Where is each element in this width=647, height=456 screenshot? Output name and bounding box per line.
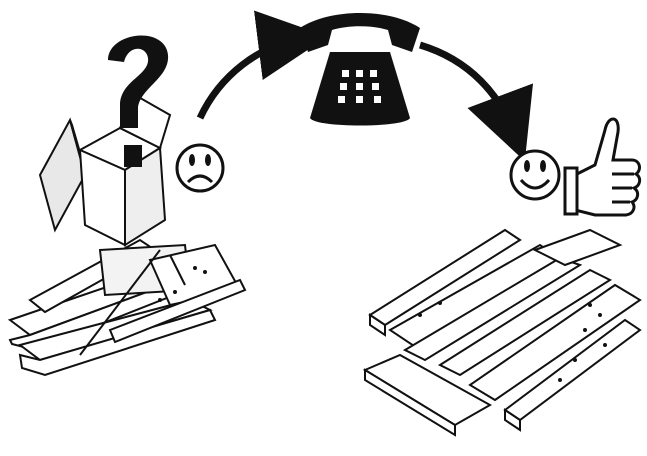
telephone-icon (300, 13, 420, 126)
scattered-panels-icon (7, 238, 247, 377)
frown-face-icon (175, 143, 225, 193)
thumbs-up-icon (563, 117, 642, 217)
question-mark-icon (108, 35, 169, 167)
open-box-icon (38, 93, 172, 247)
organized-panels-icon (362, 228, 642, 437)
smiley-face-icon (509, 149, 561, 201)
curved-arrow-icon (196, 10, 534, 162)
